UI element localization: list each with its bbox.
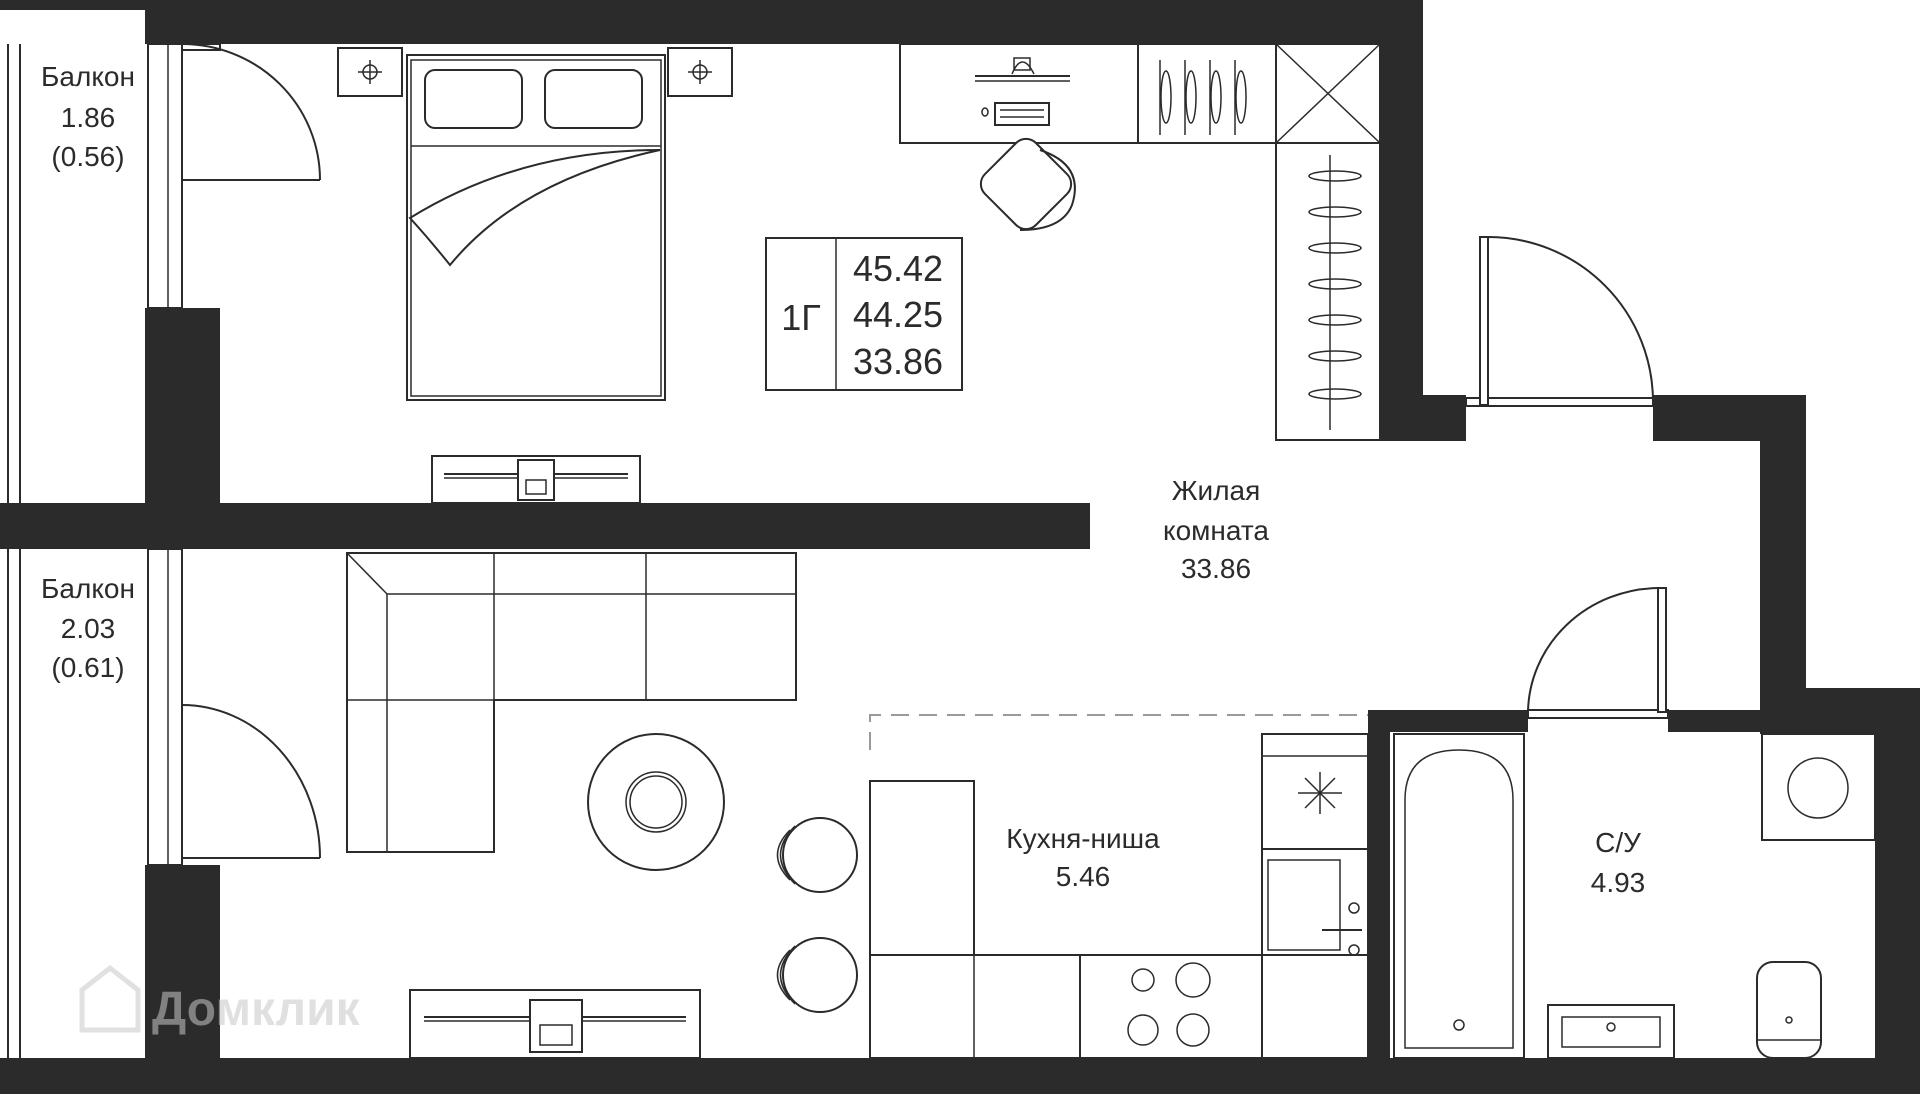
entrance-door: [1465, 236, 1654, 407]
apartment-type: 1Г: [781, 297, 821, 338]
kitchen-area: 5.46: [1056, 861, 1111, 892]
ventilation-shaft: [1275, 43, 1381, 144]
balcony-door-top: [147, 43, 321, 309]
living-room-area: 33.86: [1181, 553, 1251, 584]
wall-bathroom-top-right: [1668, 710, 1768, 732]
sink: [1547, 1004, 1675, 1059]
wardrobe-short: [1137, 43, 1277, 144]
wall-right-mid: [1760, 395, 1806, 715]
washing-machine: [1761, 733, 1876, 841]
area-without-balcony: 44.25: [853, 294, 943, 335]
watermark-text: Домклик: [152, 983, 361, 1036]
desk: [899, 43, 1139, 144]
balcony-outlines: [7, 44, 21, 1058]
kitchen-name: Кухня-ниша: [1006, 823, 1160, 854]
label-balcony-bottom: Балкон 2.03 (0.61): [41, 573, 135, 683]
label-kitchen: Кухня-ниша 5.46: [1006, 823, 1160, 892]
balcony-bottom-area: 2.03: [61, 613, 116, 644]
kitchen-zone: [869, 714, 1369, 1059]
bathtub: [1393, 733, 1525, 1059]
wall-balcony-top: [0, 0, 150, 10]
wall-bottom: [0, 1058, 1920, 1094]
living-room-name-2: комната: [1163, 515, 1269, 546]
wall-top: [145, 0, 1423, 44]
bathroom-door: [1527, 587, 1669, 719]
wall-step-left: [1380, 395, 1466, 441]
wall-right-lower: [1875, 688, 1920, 1094]
wall-bathroom-top-left: [1368, 710, 1528, 732]
label-living-room: Жилая комната 33.86: [1163, 475, 1269, 584]
total-area: 45.42: [853, 248, 943, 289]
label-bathroom: С/У 4.93: [1591, 827, 1646, 898]
label-balcony-top: Балкон 1.86 (0.56): [41, 61, 135, 172]
balcony-bottom-name: Балкон: [41, 573, 135, 604]
bathroom-area: 4.93: [1591, 867, 1646, 898]
living-area: 33.86: [853, 341, 943, 382]
wall-left-upper: [145, 0, 220, 44]
sofa: [346, 552, 797, 853]
balcony-top-name: Балкон: [41, 61, 135, 92]
balcony-door-bottom: [147, 548, 321, 866]
summary-table: 1Г 45.42 44.25 33.86: [765, 237, 963, 391]
balcony-bottom-area-coef: (0.61): [51, 652, 124, 683]
balcony-top-area: 1.86: [61, 102, 116, 133]
bed: [406, 54, 666, 401]
wall-partition: [0, 503, 1090, 549]
living-room-name-1: Жилая: [1172, 475, 1261, 506]
coffee-table: [587, 733, 725, 871]
desk-chair: [979, 137, 1076, 231]
dining-chairs: [776, 817, 858, 1013]
tv-stand-bedroom: [431, 455, 641, 504]
watermark: Домклик: [79, 964, 361, 1036]
wall-left-pier-2: [145, 865, 220, 1065]
nightstand-left: [337, 47, 403, 97]
balcony-top-area-coef: (0.56): [51, 141, 124, 172]
nightstand-right: [667, 47, 733, 97]
tv-stand-living: [409, 989, 701, 1059]
house-logo-icon: [79, 964, 141, 1033]
wall-right-upper: [1380, 0, 1423, 410]
bathroom-name: С/У: [1595, 827, 1641, 858]
wall-bathroom-left: [1368, 710, 1390, 1060]
wardrobe-tall: [1275, 142, 1381, 441]
toilet: [1756, 961, 1822, 1059]
